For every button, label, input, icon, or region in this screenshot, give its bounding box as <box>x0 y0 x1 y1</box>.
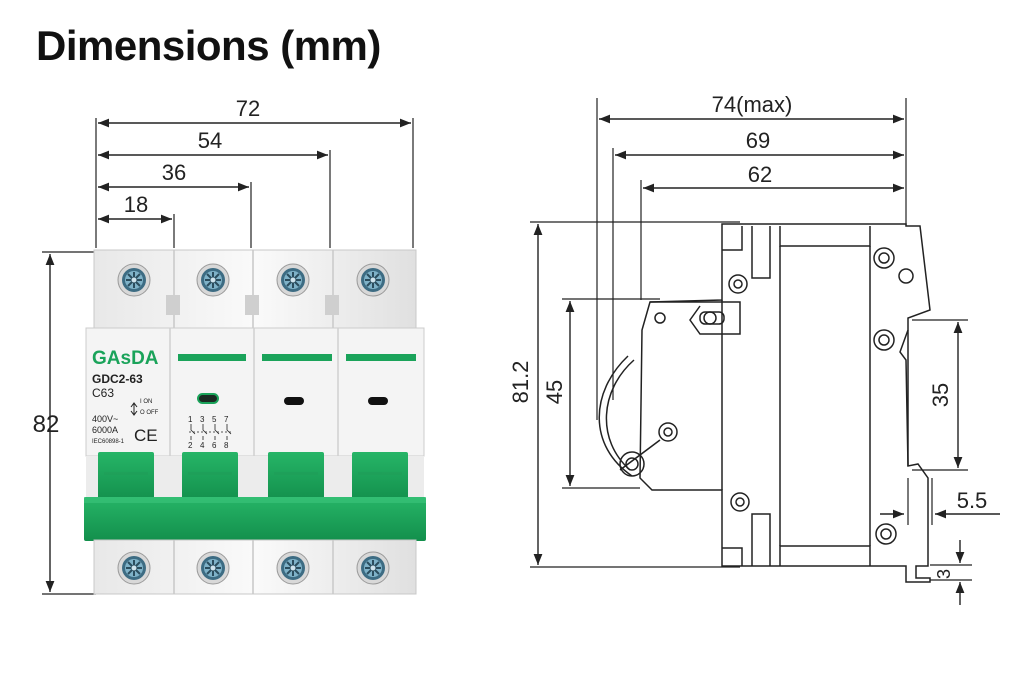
side-view: 74(max) 69 62 81.2 45 35 5.5 3 <box>508 92 1000 605</box>
svg-text:1: 1 <box>188 415 193 424</box>
switch-on-label: I ON <box>140 399 152 405</box>
rating-label: C63 <box>92 386 114 400</box>
breaking-capacity-label: 6000A <box>92 425 118 435</box>
svg-text:8: 8 <box>224 441 229 450</box>
screw-icon <box>117 263 151 297</box>
svg-text:7: 7 <box>224 415 229 424</box>
svg-text:6: 6 <box>212 441 217 450</box>
screw-icon <box>276 263 310 297</box>
svg-text:5: 5 <box>212 415 217 424</box>
width-36-label: 36 <box>162 160 186 185</box>
side-profile <box>598 223 931 583</box>
screw-icon <box>196 263 230 297</box>
offset-3-label: 3 <box>934 569 954 579</box>
front-view: 72 54 36 18 82 <box>33 96 426 595</box>
breaker-body: GAѕDA GDC2-63 C63 I ON O OFF 400V~ 6000A… <box>84 249 426 595</box>
depth-69-label: 69 <box>746 128 770 153</box>
svg-text:4: 4 <box>200 441 205 450</box>
page-title: Dimensions (mm) <box>36 22 381 69</box>
width-54-label: 54 <box>198 128 222 153</box>
standard-label: IEC60898-1 <box>92 439 125 445</box>
switch-off-label: O OFF <box>140 410 159 416</box>
depth-62-label: 62 <box>748 162 772 187</box>
width-18-label: 18 <box>124 192 148 217</box>
screw-icon <box>196 551 230 585</box>
width-72-label: 72 <box>236 96 260 121</box>
height-82-label: 82 <box>33 411 60 438</box>
height-812-label: 81.2 <box>508 361 533 404</box>
offset-55-label: 5.5 <box>957 488 988 513</box>
ce-mark: CE <box>134 426 158 445</box>
screw-icon <box>117 551 151 585</box>
voltage-label: 400V~ <box>92 414 118 424</box>
svg-text:2: 2 <box>188 441 193 450</box>
terminal-diagram: 1 3 5 7 2 4 6 8 <box>188 415 232 450</box>
depth-max-label: 74(max) <box>712 92 793 117</box>
handle-bar <box>84 497 426 541</box>
screw-icon <box>276 551 310 585</box>
screw-icon <box>356 551 390 585</box>
rail-35-label: 35 <box>928 383 953 407</box>
height-45-label: 45 <box>542 380 567 404</box>
model-label: GDC2-63 <box>92 372 143 386</box>
svg-text:3: 3 <box>200 415 205 424</box>
screw-icon <box>356 263 390 297</box>
switch-arrow-icon <box>130 402 138 416</box>
brand-logo: GAѕDA <box>92 348 159 369</box>
